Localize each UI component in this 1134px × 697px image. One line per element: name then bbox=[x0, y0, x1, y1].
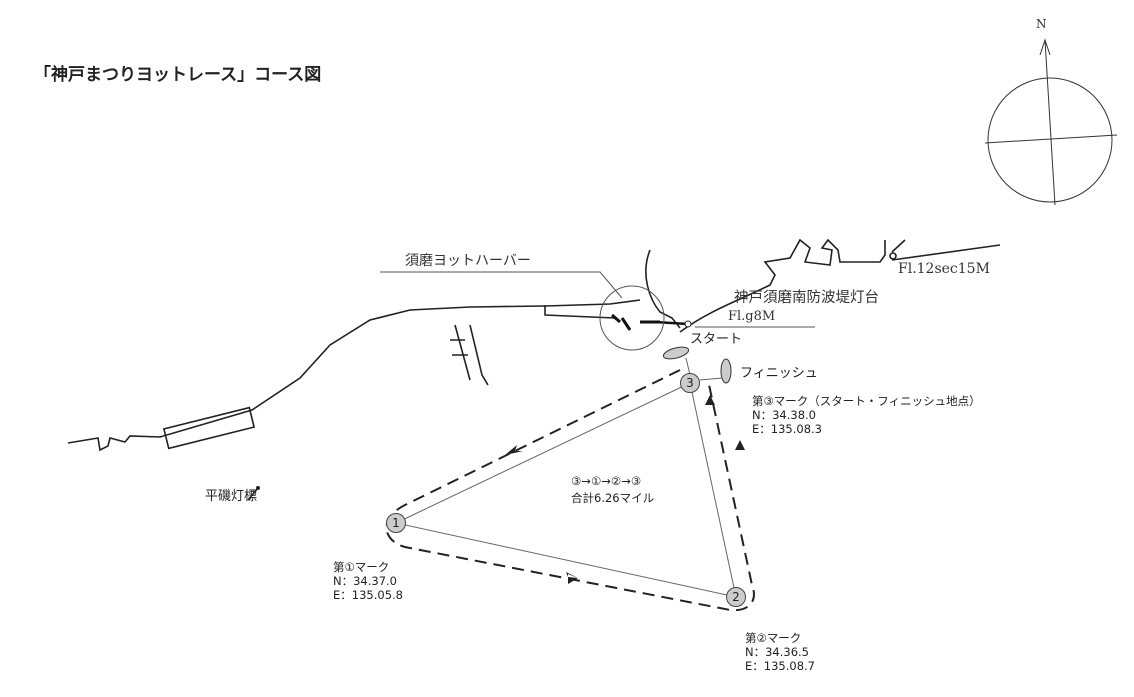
pier bbox=[162, 406, 256, 450]
hiraiso-label: 平磯灯標 bbox=[205, 489, 258, 504]
finish-buoy-icon bbox=[720, 358, 732, 384]
direction-arrows bbox=[505, 395, 745, 584]
harbor-zoom-circle bbox=[599, 285, 665, 351]
start-label: スタート bbox=[690, 332, 743, 347]
hiraiso-beacon-icon bbox=[247, 487, 259, 501]
start-buoy-icon bbox=[662, 346, 690, 360]
light1-label: Fl.12sec15M bbox=[898, 261, 990, 277]
harbor-breakwater bbox=[544, 249, 681, 329]
coastline-east bbox=[679, 238, 1001, 333]
map-title: 「神戸まつりヨットレース」コース図 bbox=[34, 65, 322, 85]
compass-icon bbox=[984, 38, 1118, 206]
compass-north-label: N bbox=[1036, 17, 1047, 31]
lighthouse-label: 神戸須磨南防波堤灯台 bbox=[734, 290, 879, 306]
harbor-label: 須磨ヨットハーバー bbox=[405, 253, 531, 269]
course-lines bbox=[394, 382, 737, 598]
coastline-west bbox=[67, 299, 641, 452]
course-order: ③→①→②→③ bbox=[571, 474, 642, 488]
light2-label: Fl.g8M bbox=[728, 309, 776, 324]
course-total: 合計6.26マイル bbox=[571, 491, 655, 505]
jetty bbox=[450, 324, 489, 386]
finish-label: フィニッシュ bbox=[740, 366, 818, 381]
